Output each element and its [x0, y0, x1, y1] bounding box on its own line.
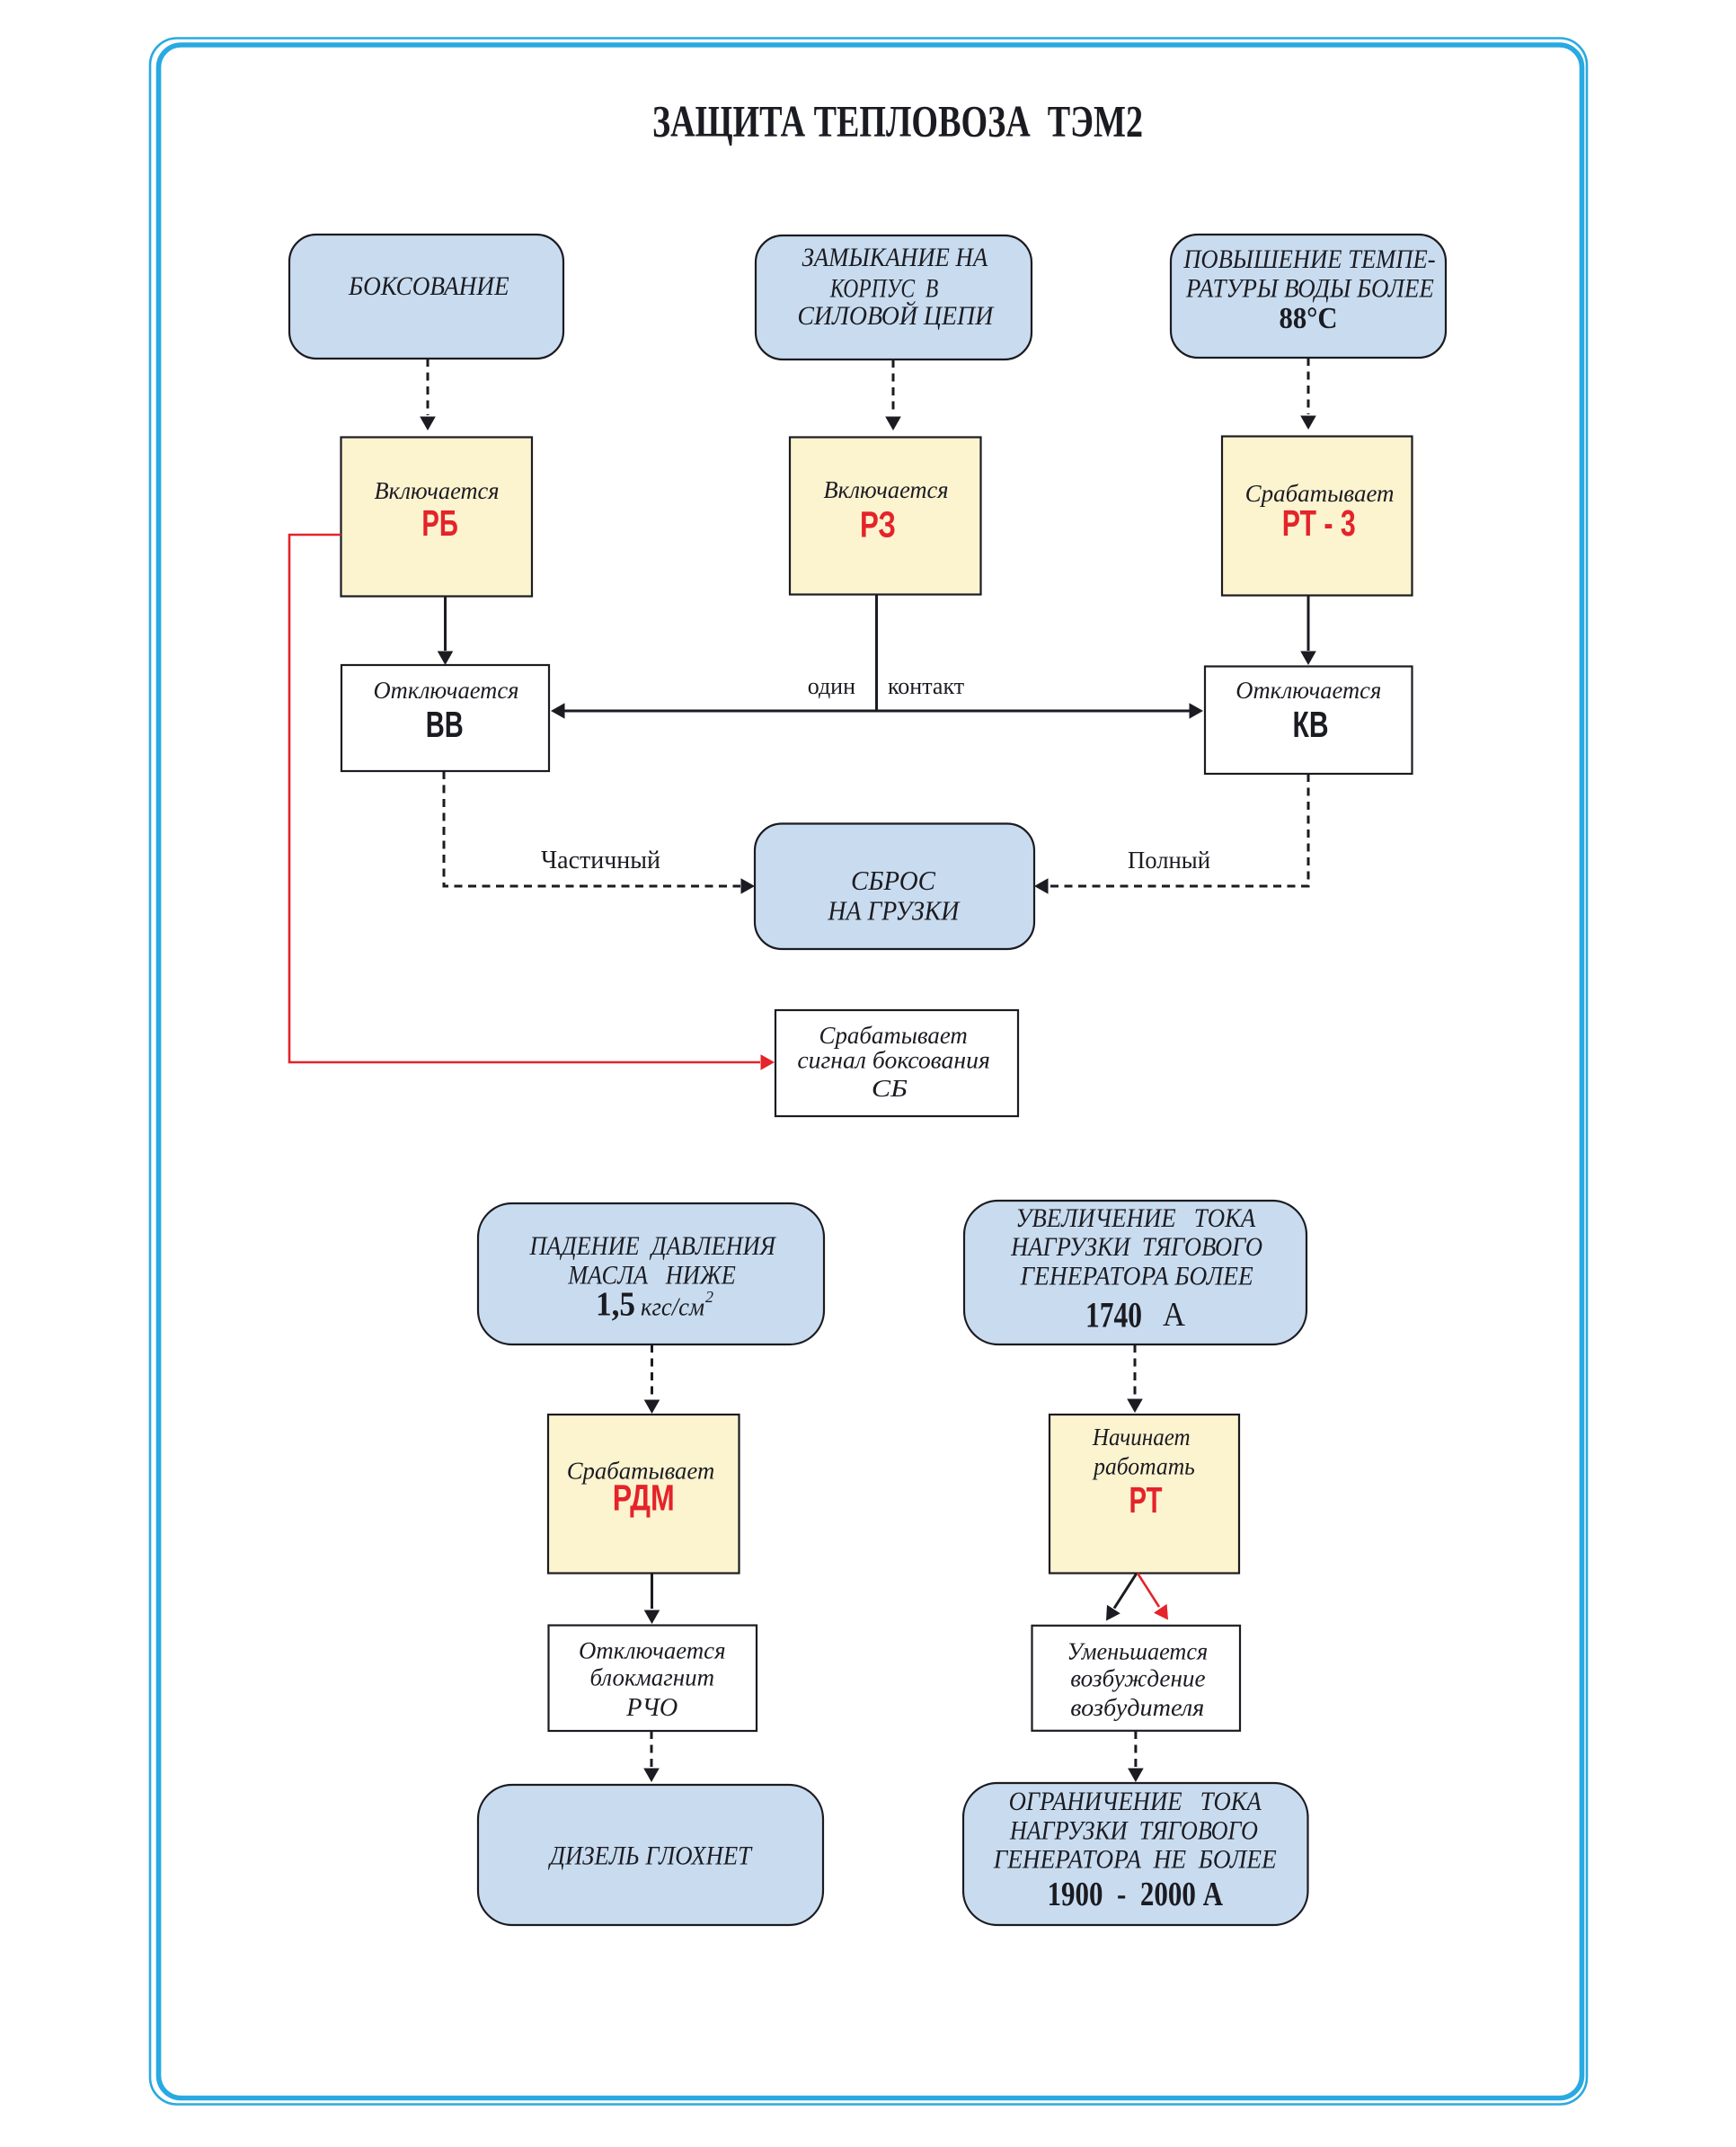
svg-text:РБ: РБ [421, 502, 458, 544]
svg-text:КОРПУС В: КОРПУС В [829, 273, 938, 303]
svg-text:ЗАЩИТА ТЕПЛОВОЗА ТЭМ2: ЗАЩИТА ТЕПЛОВОЗА ТЭМ2 [652, 96, 1143, 146]
svg-text:возбудителя: возбудителя [1070, 1693, 1204, 1721]
svg-text:ОГРАНИЧЕНИЕ ТОКА: ОГРАНИЧЕНИЕ ТОКА [1009, 1787, 1262, 1816]
svg-text:1,5: 1,5 [596, 1286, 635, 1324]
svg-text:работать: работать [1092, 1451, 1195, 1479]
svg-text:Отключается: Отключается [579, 1637, 726, 1664]
svg-text:1740: 1740 [1085, 1295, 1142, 1335]
svg-text:МАСЛА НИЖЕ: МАСЛА НИЖЕ [567, 1260, 735, 1290]
svg-text:контакт: контакт [888, 673, 964, 699]
svg-text:БОКСОВАНИЕ: БОКСОВАНИЕ [348, 271, 509, 301]
svg-text:возбуждение: возбуждение [1070, 1663, 1205, 1691]
svg-text:СИЛОВОЙ ЦЕПИ: СИЛОВОЙ ЦЕПИ [797, 301, 995, 331]
svg-text:Уменьшается: Уменьшается [1067, 1637, 1208, 1664]
svg-text:РТ - 3: РТ - 3 [1282, 502, 1356, 544]
svg-text:РТ: РТ [1129, 1479, 1163, 1521]
svg-text:НАГРУЗКИ ТЯГОВОГО: НАГРУЗКИ ТЯГОВОГО [1009, 1815, 1258, 1845]
svg-text:ГЕНЕРАТОРА НЕ БОЛЕЕ: ГЕНЕРАТОРА НЕ БОЛЕЕ [993, 1845, 1277, 1875]
svg-text:СБРОС: СБРОС [851, 865, 935, 896]
svg-text:ГЕНЕРАТОРА БОЛЕЕ: ГЕНЕРАТОРА БОЛЕЕ [1020, 1262, 1253, 1291]
svg-text:РДМ: РДМ [613, 1477, 675, 1519]
svg-text:Отключается: Отключается [1236, 676, 1381, 704]
svg-text:1900 - 2000 А: 1900 - 2000 А [1048, 1876, 1224, 1913]
svg-text:Включается: Включается [375, 476, 500, 504]
svg-text:ДИЗЕЛЬ ГЛОХНЕТ: ДИЗЕЛЬ ГЛОХНЕТ [547, 1841, 753, 1870]
svg-text:СБ: СБ [872, 1074, 908, 1102]
svg-text:Включается: Включается [824, 475, 949, 503]
svg-text:Частичный: Частичный [541, 847, 660, 874]
svg-text:88°С: 88°С [1280, 302, 1338, 335]
svg-text:РЧО: РЧО [625, 1694, 678, 1722]
svg-text:блокмагнит: блокмагнит [590, 1663, 715, 1690]
svg-text:А: А [1163, 1296, 1185, 1334]
svg-text:УВЕЛИЧЕНИЕ ТОКА: УВЕЛИЧЕНИЕ ТОКА [1015, 1203, 1256, 1233]
svg-text:кгс/см: кгс/см [641, 1294, 704, 1322]
svg-text:РЗ: РЗ [860, 504, 896, 546]
svg-text:сигнал боксования: сигнал боксования [797, 1046, 990, 1074]
svg-text:РАТУРЫ ВОДЫ БОЛЕЕ: РАТУРЫ ВОДЫ БОЛЕЕ [1185, 274, 1434, 304]
svg-text:Полный: Полный [1128, 846, 1210, 874]
svg-text:один: один [808, 673, 855, 699]
svg-text:Срабатывает: Срабатывает [819, 1021, 968, 1049]
svg-text:ПАДЕНИЕ ДАВЛЕНИЯ: ПАДЕНИЕ ДАВЛЕНИЯ [529, 1231, 777, 1261]
svg-text:Начинает: Начинает [1092, 1423, 1191, 1451]
svg-text:2: 2 [705, 1288, 713, 1306]
svg-text:НАГРУЗКИ ТЯГОВОГО: НАГРУЗКИ ТЯГОВОГО [1010, 1232, 1262, 1262]
svg-text:Отключается: Отключается [374, 676, 519, 704]
svg-text:Срабатывает: Срабатывает [567, 1457, 715, 1485]
svg-text:ПОВЫШЕНИЕ ТЕМПЕ-: ПОВЫШЕНИЕ ТЕМПЕ- [1182, 244, 1435, 274]
svg-text:ЗАМЫКАНИЕ НА: ЗАМЫКАНИЕ НА [802, 243, 988, 272]
svg-text:Срабатывает: Срабатывает [1245, 479, 1395, 507]
svg-text:НА ГРУЗКИ: НА ГРУЗКИ [828, 894, 961, 926]
svg-text:ВВ: ВВ [426, 704, 464, 745]
svg-text:КВ: КВ [1293, 704, 1329, 745]
